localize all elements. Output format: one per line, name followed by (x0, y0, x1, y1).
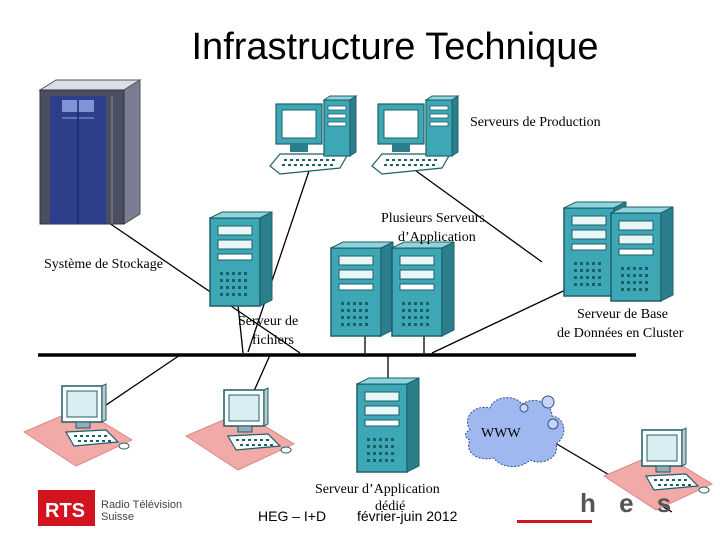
label-file-server-line1: Serveur de (238, 314, 298, 329)
footer-left-text: HEG – I+D (258, 508, 326, 524)
svg-text:RTS: RTS (45, 500, 85, 522)
link-file-server (237, 304, 244, 354)
footer-red-bar (517, 520, 592, 523)
workstation-2 (185, 387, 295, 471)
link-prod2 (411, 167, 543, 263)
rts-logo-line1: Radio Télévision (101, 499, 182, 511)
dedicated-app-server (356, 377, 420, 473)
www-cloud (465, 395, 565, 467)
file-server (209, 211, 273, 307)
storage-system (38, 79, 142, 225)
page-title: Infrastructure Technique (191, 26, 599, 68)
link-storage (89, 209, 301, 354)
label-production-servers: Serveurs de Production (470, 115, 601, 130)
workstation-1 (23, 383, 133, 467)
link-prod1 (247, 167, 311, 353)
app-server-2 (391, 241, 455, 337)
label-file-server-line2: fichiers (252, 333, 294, 348)
hes-logo: h e s (580, 488, 679, 518)
label-storage-system: Système de Stockage (44, 257, 163, 272)
label-db-server-line1: Serveur de Base (577, 307, 668, 322)
app-server-1 (330, 241, 394, 337)
label-www: WWW (481, 426, 521, 441)
label-app-servers-line1: Plusieurs Serveurs (381, 211, 485, 226)
label-app-servers-line2: d’Application (398, 230, 476, 245)
footer-date: février-juin 2012 (357, 508, 458, 524)
production-server-1 (269, 95, 357, 175)
label-db-server-line2: de Données en Cluster (557, 326, 684, 341)
label-dedicated-line2: dédié (375, 499, 405, 514)
rts-logo: RTS (38, 490, 95, 526)
db-server-2 (610, 206, 674, 302)
rts-logo-line2: Suisse (101, 511, 134, 523)
label-dedicated-line1: Serveur d’Application (315, 482, 440, 497)
link-db-cluster (431, 284, 577, 354)
production-server-2 (371, 95, 459, 175)
